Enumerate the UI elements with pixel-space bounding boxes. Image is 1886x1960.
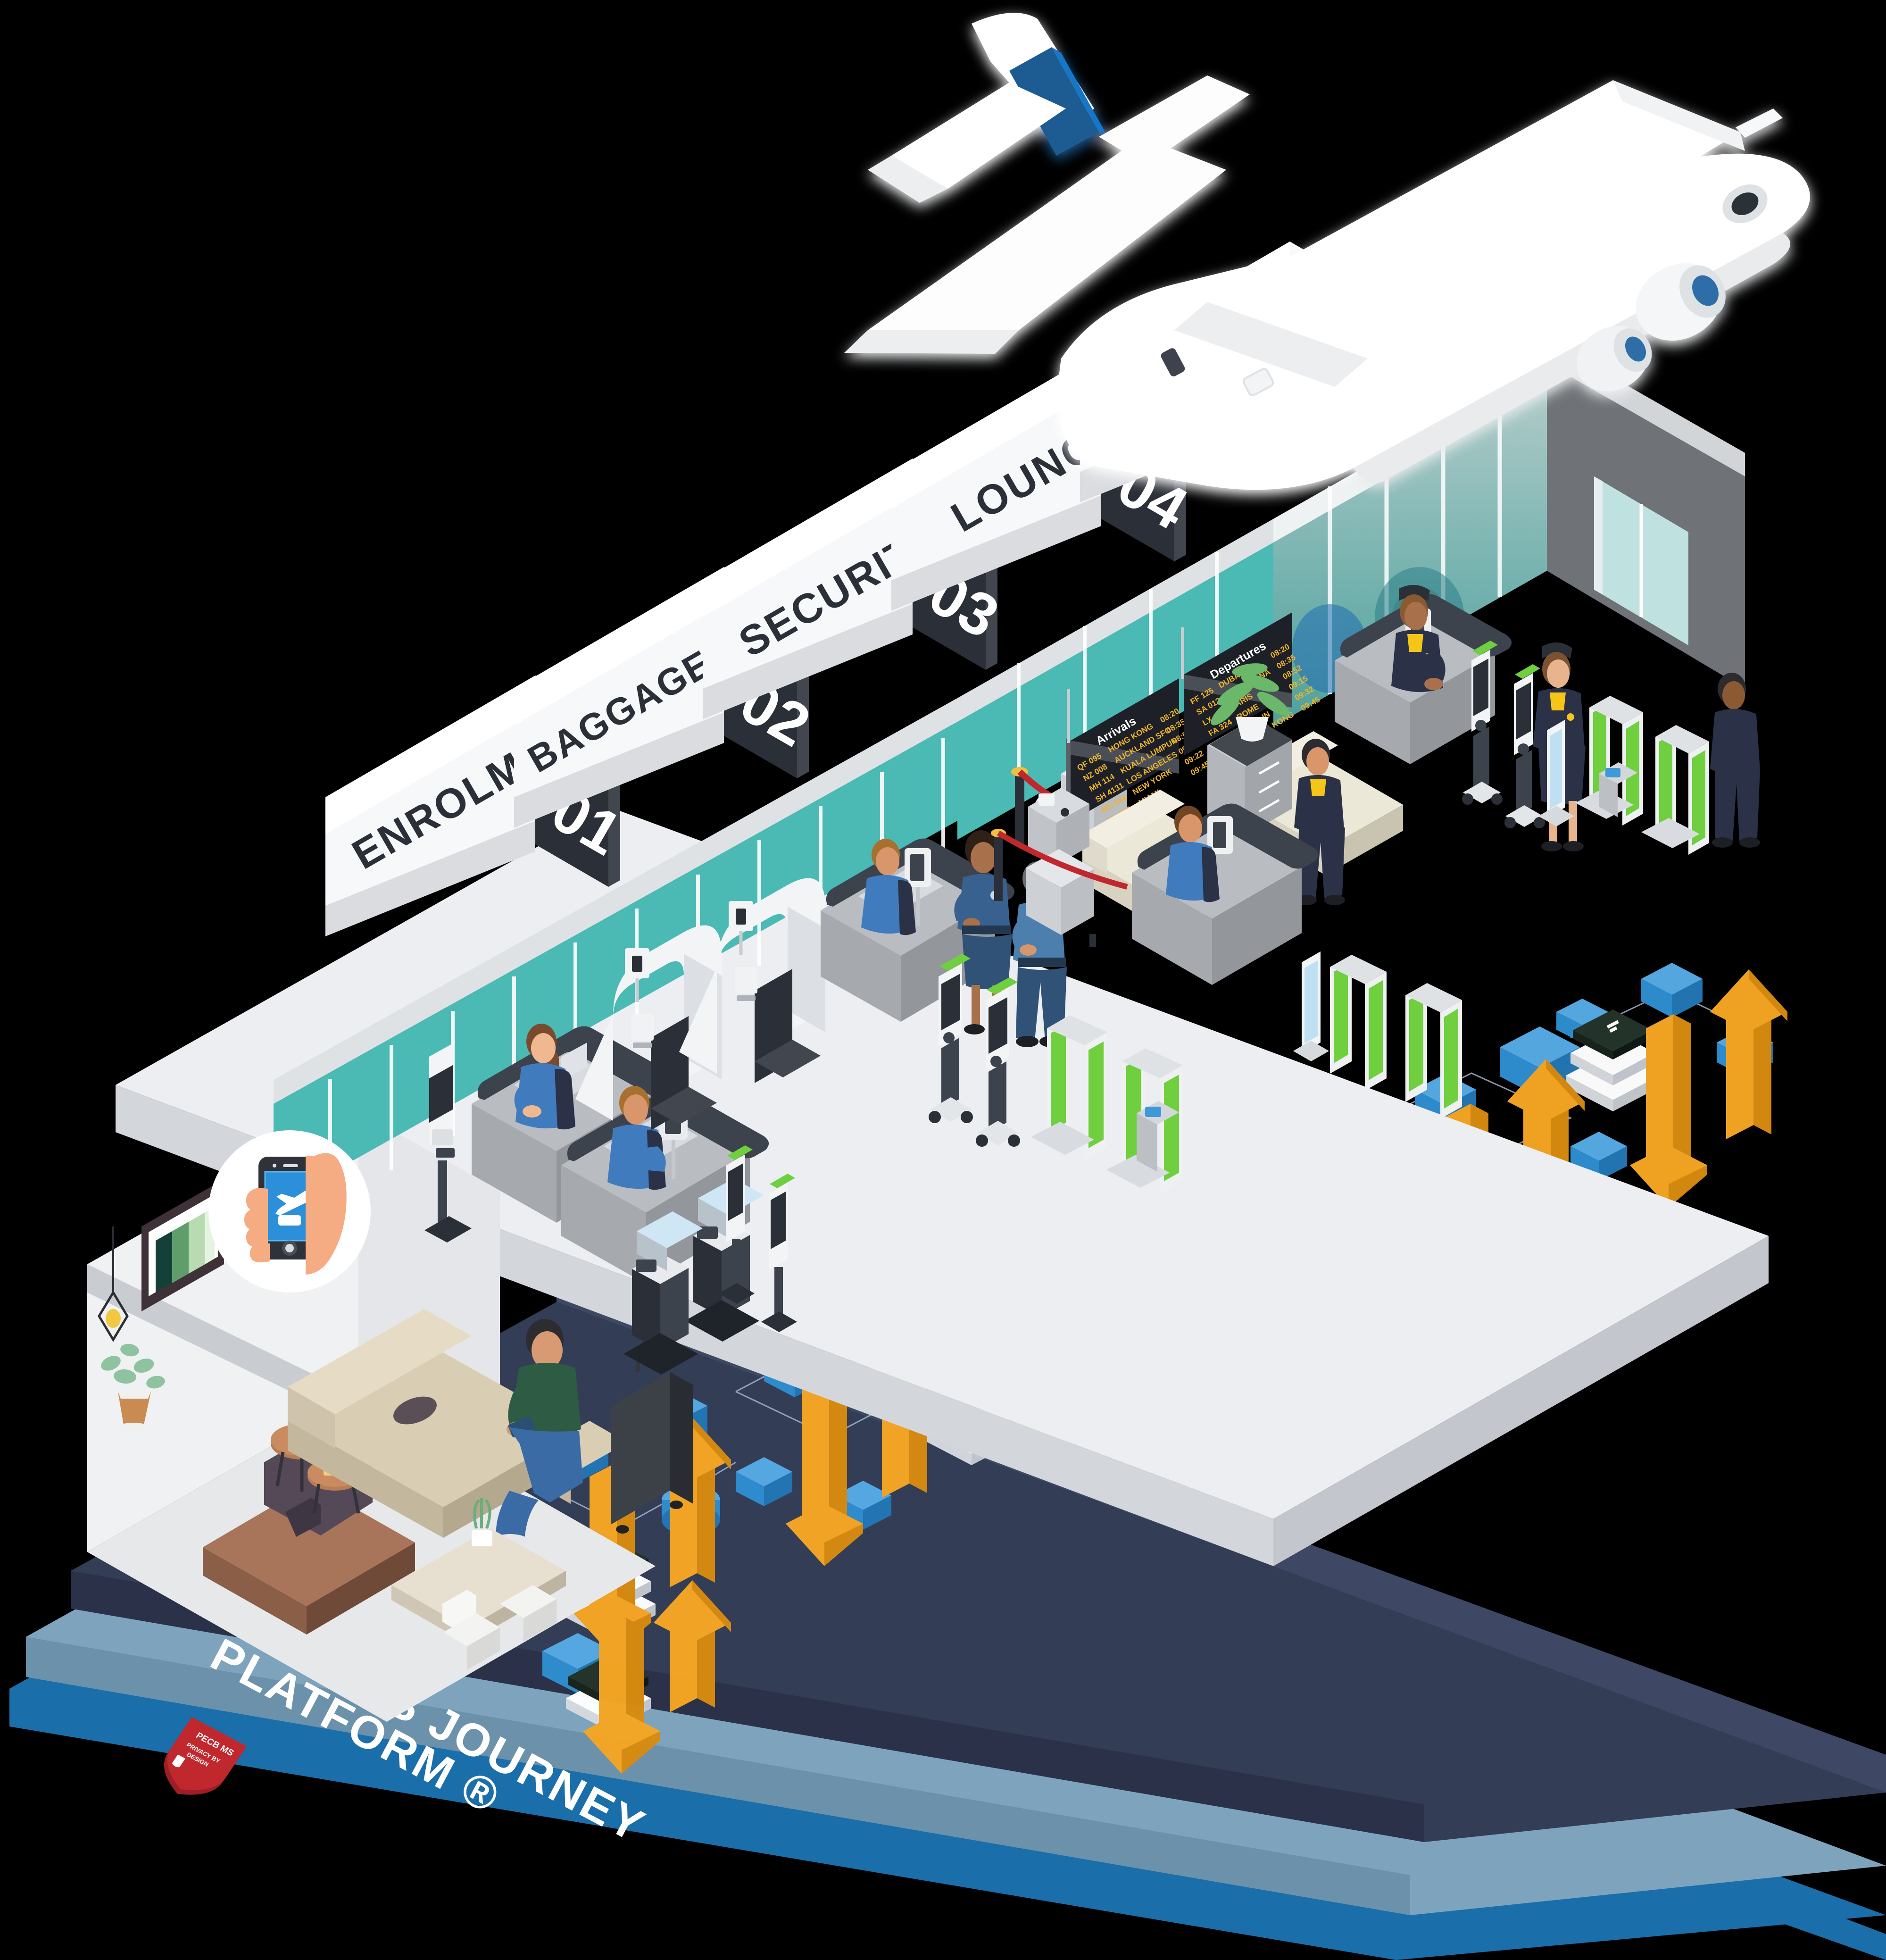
fuselage xyxy=(1058,153,1810,490)
e-gate-arch xyxy=(1031,1015,1107,1160)
face xyxy=(532,1331,563,1369)
face xyxy=(623,1094,648,1125)
server-stack-icon xyxy=(1566,1009,1660,1111)
finger xyxy=(249,1243,270,1263)
node-cube xyxy=(1641,963,1703,1018)
aircraft-door-outline xyxy=(1242,368,1274,396)
node-cube xyxy=(736,1457,792,1506)
potted-fern xyxy=(1211,663,1290,742)
e-gate-arch xyxy=(1405,983,1462,1119)
e-gate-arch xyxy=(1330,955,1387,1091)
e-gate-arch xyxy=(1641,725,1709,855)
arm xyxy=(508,1382,541,1433)
scanner-podium xyxy=(1137,1101,1179,1172)
chip-glyph xyxy=(1606,1020,1619,1033)
agent-male xyxy=(607,1086,666,1190)
wing-far xyxy=(868,137,1226,330)
airplane xyxy=(844,13,1810,490)
aircraft-door xyxy=(1161,348,1185,376)
potted-plant xyxy=(101,1343,165,1431)
arm xyxy=(514,1085,547,1111)
jet-bridge-door xyxy=(1594,476,1688,645)
self-bag-drop-unit xyxy=(679,878,825,1083)
phone-button xyxy=(278,1215,301,1226)
biometric-pole xyxy=(1504,664,1545,828)
scanner-screen xyxy=(631,1014,654,1041)
scanner-podium xyxy=(1599,762,1637,817)
jacket xyxy=(555,1068,575,1130)
rolling-suitcase xyxy=(611,1333,693,1534)
gate-agent xyxy=(1391,584,1446,692)
lounge-agent-seated xyxy=(1166,806,1220,902)
e-gate-scanner xyxy=(976,977,1020,1147)
e-gate-scanner xyxy=(761,1174,797,1332)
biometric-pole xyxy=(1462,641,1503,805)
e-gate-arch xyxy=(1106,1048,1183,1193)
co ffee-machine xyxy=(1026,788,1094,935)
stabilizer-right xyxy=(1099,75,1250,165)
engine xyxy=(1636,263,1726,341)
agent-female xyxy=(514,1024,575,1130)
stabilizer xyxy=(891,83,1066,189)
palm xyxy=(306,1153,347,1275)
check-mark-icon xyxy=(172,1754,186,1768)
lounge-staff xyxy=(1294,739,1345,905)
arm xyxy=(637,1146,666,1172)
cabinet-with-plant xyxy=(1207,663,1292,836)
pendant-lamp xyxy=(98,1226,129,1342)
gate-status-light xyxy=(727,1145,753,1160)
seated-traveller xyxy=(490,1319,583,1551)
engine xyxy=(1576,325,1652,392)
top-scanner xyxy=(625,948,649,1002)
uniform-trousers xyxy=(1016,967,1067,1041)
e-gate-scanner xyxy=(929,954,973,1123)
biometric-scanner xyxy=(905,848,931,926)
drawer-handles xyxy=(1258,761,1280,813)
zone-baggage-drop xyxy=(575,878,825,1130)
e-gate-arch xyxy=(1575,696,1643,826)
phone-callout xyxy=(208,1130,371,1293)
lower-leg xyxy=(496,1491,539,1541)
uniform-skirt xyxy=(962,934,1012,989)
top-scanner xyxy=(729,901,753,955)
finger xyxy=(244,1208,268,1231)
scarf xyxy=(1407,634,1423,652)
kiosk-base xyxy=(685,1300,759,1342)
security-staff-seated xyxy=(861,839,916,935)
card-reader xyxy=(697,1226,718,1239)
dining-chair xyxy=(500,1585,557,1642)
dining-chair xyxy=(442,1590,500,1670)
biometric-scanner xyxy=(1207,816,1233,854)
dining-table xyxy=(391,1498,566,1670)
finger xyxy=(246,1226,268,1248)
info-display xyxy=(1538,720,1574,826)
cushion xyxy=(393,1396,437,1425)
desk-trim xyxy=(477,1026,680,1100)
home-scene xyxy=(87,1111,693,1722)
tail-livery xyxy=(1009,47,1099,156)
zone-boarding xyxy=(1335,584,1760,855)
rope-barrier xyxy=(991,829,1128,901)
e-gate-scanner xyxy=(719,1145,755,1304)
tail-livery-edge xyxy=(1052,47,1108,138)
finger xyxy=(246,1188,268,1212)
self-service-kiosk xyxy=(623,1211,703,1375)
hand xyxy=(523,1105,541,1118)
home-sofa xyxy=(288,1309,627,1538)
framed-art xyxy=(141,1179,224,1311)
face xyxy=(531,1033,556,1063)
security-guard xyxy=(1710,673,1760,848)
biometric-pole xyxy=(424,1043,472,1243)
scarf xyxy=(1310,779,1326,796)
wing-near xyxy=(1207,80,1740,359)
table-plant xyxy=(472,1498,492,1546)
info-display xyxy=(1293,951,1329,1061)
airplane-takeoff-icon xyxy=(275,1189,315,1216)
legs xyxy=(508,1427,583,1502)
